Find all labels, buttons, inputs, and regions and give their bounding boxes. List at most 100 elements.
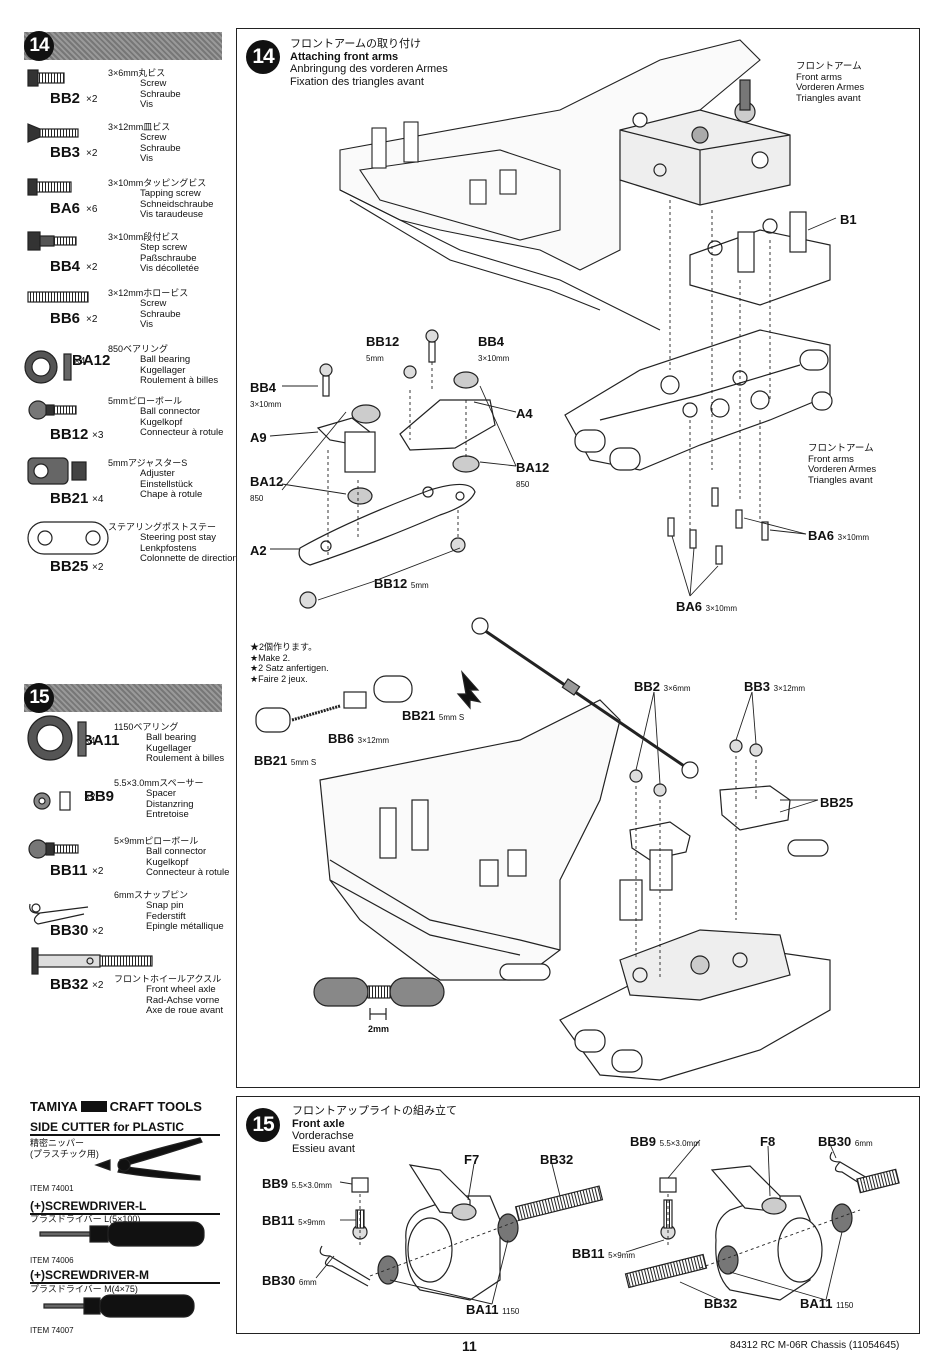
part-description: Ball bearing Kugellager Roulement à bill… <box>140 354 219 386</box>
make-two-note: ★2個作ります。 ★Make 2. ★2 Satz anfertigen. ★F… <box>250 642 329 684</box>
step14-number: 14 <box>246 40 280 74</box>
callout-ba11-left: BA11 1150 <box>466 1302 520 1317</box>
footer-reference: 84312 RC M-06R Chassis (11054645) <box>730 1340 900 1351</box>
part-size-jp: 3×12mmホロービス <box>108 288 189 298</box>
callout-bb21-left: BB21 5mm S <box>254 753 317 768</box>
part-size-jp: 3×10mm段付ビス <box>108 232 180 242</box>
screw-icon <box>27 69 65 87</box>
ball-bearing-icon <box>24 350 72 384</box>
part-code: BB9 <box>84 788 115 805</box>
part-description: Ball connector Kugelkopf Connecteur à ro… <box>140 406 224 438</box>
part-quantity: ×3 <box>92 430 104 441</box>
front-arms-label-bottom: フロントアーム Front arms Vorderen Armes Triang… <box>808 443 877 486</box>
part-quantity: ×2 <box>86 314 98 325</box>
callout-a9: A9 <box>250 430 267 445</box>
step14-parts-header <box>24 32 222 60</box>
callout-bb11-left: BB11 5×9mm <box>262 1213 326 1228</box>
part-description: Screw Schraube Vis <box>140 78 181 110</box>
callout-bb30-left: BB30 6mm <box>262 1273 317 1288</box>
adjuster-icon <box>27 457 87 485</box>
callout-ba6-bottom: BA6 3×10mm <box>676 599 737 614</box>
tool-screwdriver-l-item: ITEM 74006 <box>30 1256 74 1265</box>
callout-bb32-left: BB32 <box>540 1152 574 1167</box>
part-quantity: ×2 <box>84 792 96 803</box>
part-code: BB6 <box>50 310 81 327</box>
part-code: BB12 <box>50 426 89 443</box>
part-quantity: ×2 <box>86 94 98 105</box>
part-size-jp: 5.5×3.0mmスペーサー <box>114 778 204 788</box>
part-description: Step screw Paßschraube Vis décolletée <box>140 242 199 274</box>
part-quantity: ×2 <box>92 926 104 937</box>
tool-screwdriver-m-item: ITEM 74007 <box>30 1326 74 1335</box>
part-code: BA6 <box>50 200 81 217</box>
callout-bb25: BB25 <box>820 795 854 810</box>
countersunk-screw-icon <box>27 123 79 143</box>
front-arms-label-top: フロントアーム Front arms Vorderen Armes Triang… <box>796 61 865 104</box>
screwdriver-l-icon <box>39 1221 205 1247</box>
part-size-jp: フロントホイールアクスル <box>114 974 222 984</box>
part-size-jp: ステアリングポストステー <box>108 522 217 532</box>
part-description: Front wheel axle Rad-Achse vorne Axe de … <box>146 984 224 1016</box>
part-size-jp: 1150ベアリング <box>114 722 179 732</box>
callout-b1: B1 <box>840 212 857 227</box>
part-size-jp: 3×10mmタッピングビス <box>108 178 207 188</box>
tool-screwdriver-m-jp: プラスドライバー M(4×75) <box>30 1284 138 1294</box>
part-code: BB4 <box>50 258 81 275</box>
part-description: Adjuster Einstellstück Chape à rotule <box>140 468 203 500</box>
part-code: BB30 <box>50 922 89 939</box>
callout-bb32-right: BB32 <box>704 1296 738 1311</box>
step15-title: フロントアップライトの組み立て Front axle Vorderachse E… <box>292 1105 457 1155</box>
part-description: Ball connector Kugelkopf Connecteur à ro… <box>146 846 230 878</box>
callout-bb9-left: BB9 5.5×3.0mm <box>262 1176 332 1191</box>
callout-a4: A4 <box>516 406 533 421</box>
side-cutter-icon <box>94 1137 203 1181</box>
part-quantity: ×4 <box>84 736 96 747</box>
steering-post-stay-icon <box>27 521 109 555</box>
tool-screwdriver-l-name: (+)SCREWDRIVER-L <box>30 1199 220 1215</box>
callout-f8: F8 <box>760 1134 776 1149</box>
part-code: BA12 <box>72 352 111 369</box>
part-size-jp: 5mmピローボール <box>108 396 182 406</box>
part-size-jp: 3×12mm皿ビス <box>108 122 171 132</box>
step15-panel <box>236 1096 920 1334</box>
tool-screwdriver-m-name: (+)SCREWDRIVER-M <box>30 1268 220 1284</box>
large-bearing-icon <box>27 715 87 761</box>
part-code: BB32 <box>50 976 89 993</box>
step14-parts-number: 14 <box>24 31 54 61</box>
part-quantity: ×2 <box>86 262 98 273</box>
part-description: Tapping screw Schneidschraube Vis taraud… <box>140 188 214 220</box>
callout-2mm: 2mm <box>368 1024 390 1034</box>
part-quantity: ×2 <box>92 980 104 991</box>
part-quantity: ×2 <box>92 866 104 877</box>
tool-side-cutter-jp: 精密ニッパー (プラスチック用) <box>30 1138 99 1159</box>
part-description: Screw Schraube Vis <box>140 298 181 330</box>
ball-connector-icon <box>28 400 77 420</box>
callout-bb9-right: BB9 5.5×3.0mm <box>630 1134 700 1149</box>
part-size-jp: 5×9mmピローボール <box>114 836 199 846</box>
axle-icon <box>31 947 153 975</box>
ball-connector-large-icon <box>28 839 79 859</box>
part-description: Snap pin Federstift Epingle métallique <box>146 900 224 932</box>
callout-a2: A2 <box>250 543 267 558</box>
part-code: BB21 <box>50 490 89 507</box>
part-quantity: ×4 <box>74 356 86 367</box>
snap-pin-icon <box>29 903 89 925</box>
step15-number: 15 <box>246 1108 280 1142</box>
step14-panel <box>236 28 920 1088</box>
part-size-jp: 5mmアジャスターS <box>108 458 188 468</box>
part-size-jp: 3×6mm丸ビス <box>108 68 166 78</box>
part-quantity: ×4 <box>92 494 104 505</box>
part-description: Steering post stay Lenkpfostens Colonnet… <box>140 532 238 564</box>
callout-f7: F7 <box>464 1152 480 1167</box>
callout-bb6: BB6 3×12mm <box>328 731 389 746</box>
tool-side-cutter-item: ITEM 74001 <box>30 1184 74 1193</box>
part-description: Ball bearing Kugellager Roulement à bill… <box>146 732 225 764</box>
step-screw-icon <box>27 231 77 251</box>
part-code: BA11 <box>82 732 120 749</box>
